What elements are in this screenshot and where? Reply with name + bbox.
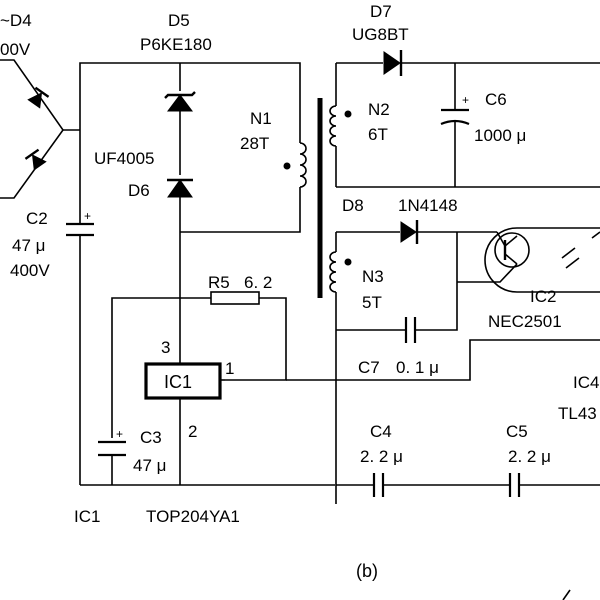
label-d4: ~D4 [0,11,32,30]
label-d8: D8 [342,196,364,215]
label-c3: C3 [140,428,162,447]
resistor-r5 [210,291,260,305]
label-n1-turns: 28T [240,134,269,153]
label-c2: C2 [26,209,48,228]
label-n3: N3 [362,267,384,286]
label-c2-volt: 400V [10,261,50,280]
label-c5-value: 2. 2 μ [508,447,551,466]
label-ic2-part: NEC2501 [488,312,562,331]
label-n3-turns: 5T [362,293,382,312]
label-n2: N2 [368,100,390,119]
label-ic2: IC2 [530,287,556,306]
label-c7: C7 [358,358,380,377]
primary-wiring [79,62,335,486]
partial-mark [562,589,571,600]
label-d5: D5 [168,11,190,30]
label-tl-partial: TL43 [558,404,597,423]
capacitor-c2: + [66,209,94,242]
label-r5: R5 [208,273,230,292]
label-d7: D7 [370,2,392,21]
label-r5-value: 6. 2 [244,273,272,292]
label-d4-rating: 00V [0,40,31,59]
capacitor-c3: + [98,427,126,462]
label-d8-part: 1N4148 [398,196,458,215]
label-ic1-box: IC1 [164,372,192,392]
label-d6: D6 [128,181,150,200]
label-ic4-partial: IC4 [573,373,599,392]
figure-caption: (b) [356,561,378,581]
label-uf4005: UF4005 [94,149,154,168]
label-c6-value: 1000 μ [474,126,526,145]
label-c7-value: 0. 1 μ [396,358,439,377]
label-n2-turns: 6T [368,125,388,144]
secondary-output: + [329,50,600,188]
ic1-topswitch [144,362,225,400]
label-n1: N1 [250,109,272,128]
winding-n1 [283,142,307,188]
label-ic1-note-part: TOP204YA1 [146,507,240,526]
label-ic1-note: IC1 [74,507,100,526]
label-c2-cap: 47 μ [12,236,45,255]
label-d7-part: UG8BT [352,25,409,44]
label-pin2: 2 [188,422,197,441]
label-c3-value: 47 μ [133,456,166,475]
output-filter [336,473,600,497]
label-c4: C4 [370,422,392,441]
label-d5-part: P6KE180 [140,35,212,54]
bridge-rectifier [0,59,80,199]
label-pin3: 3 [161,338,170,357]
optocoupler-ic2 [457,227,600,293]
label-c5: C5 [506,422,528,441]
feedback-wire [286,339,600,381]
svg-text:+: + [84,209,91,223]
bias-winding [329,220,497,504]
svg-text:+: + [462,93,469,107]
label-pin1: 1 [225,359,234,378]
diode-d6 [167,178,193,198]
svg-text:+: + [116,427,123,441]
diode-d5 [164,91,196,112]
label-c6: C6 [485,90,507,109]
label-c4-value: 2. 2 μ [360,447,403,466]
